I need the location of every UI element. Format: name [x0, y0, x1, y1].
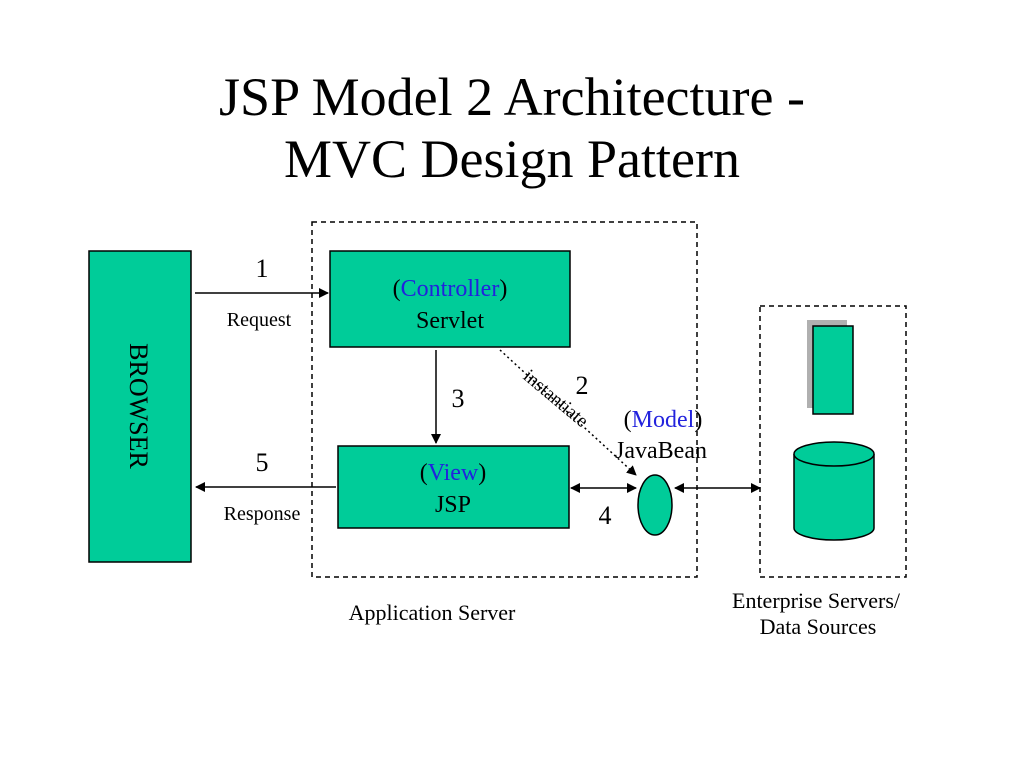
server-icon [812, 325, 854, 415]
model-role: Model [632, 407, 695, 433]
controller-servlet-box [329, 250, 571, 348]
servlet-label: Servlet [416, 308, 484, 334]
title-line-2: MVC Design Pattern [284, 129, 740, 189]
slide-title: JSP Model 2 Architecture - MVC Design Pa… [0, 66, 1024, 190]
title-line-1: JSP Model 2 Architecture - [219, 67, 805, 127]
database-cylinder-icon [793, 441, 875, 541]
step-5-label: 5 [256, 448, 269, 477]
browser-box [88, 250, 192, 563]
request-label: Request [227, 309, 292, 331]
model-role-line: (Model) [624, 407, 703, 433]
step-1-label: 1 [256, 254, 269, 283]
controller-role: Controller [401, 276, 500, 302]
view-role: View [428, 460, 479, 486]
view-jsp-box [337, 445, 570, 529]
enterprise-label-line-2: Data Sources [760, 614, 877, 639]
step-4-label: 4 [599, 501, 612, 530]
response-label: Response [224, 503, 301, 525]
instantiate-arrow [499, 349, 637, 476]
jsp-label: JSP [435, 492, 471, 518]
application-server-boundary [311, 221, 698, 578]
enterprise-boundary [759, 305, 907, 578]
browser-label: BROWSER [124, 343, 153, 469]
enterprise-label-line-1: Enterprise Servers/ [732, 588, 901, 613]
javabean-label: JavaBean [615, 438, 707, 464]
step-2-label: 2 [576, 371, 589, 400]
step-3-label: 3 [452, 384, 465, 413]
controller-role-line: (Controller) [393, 276, 508, 302]
model-javabean-ellipse [637, 474, 673, 536]
application-server-label: Application Server [349, 600, 516, 625]
view-role-line: (View) [420, 460, 487, 486]
